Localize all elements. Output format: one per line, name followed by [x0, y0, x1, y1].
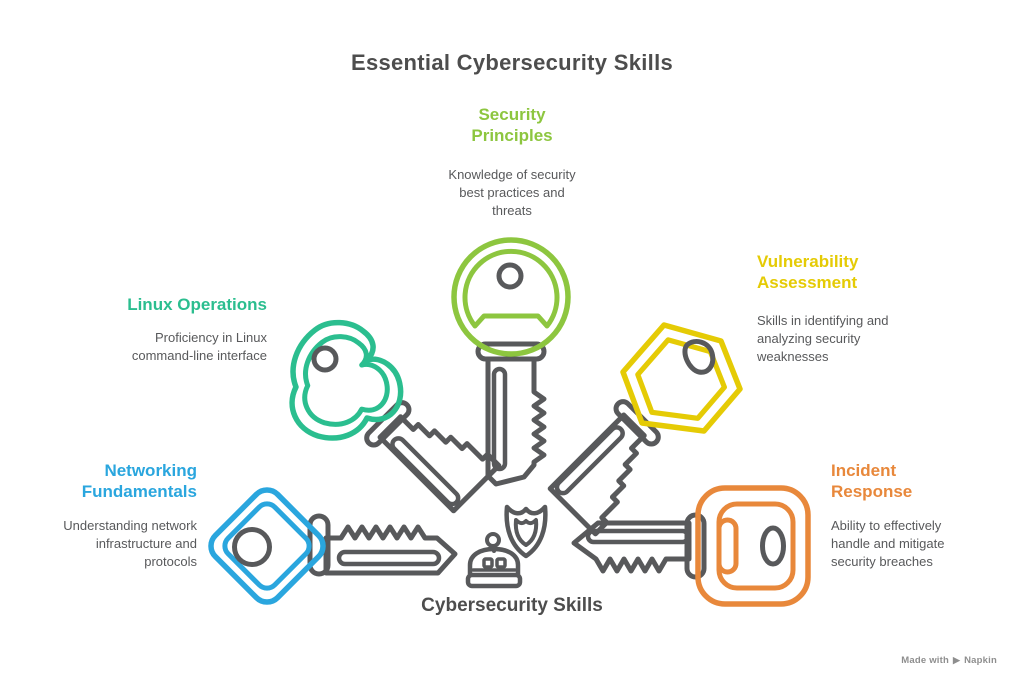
- page-title: Essential Cybersecurity Skills: [350, 50, 674, 75]
- robot-icon: [465, 532, 523, 589]
- shield-icon: [504, 504, 548, 559]
- watermark-prefix: Made with: [901, 655, 949, 666]
- skill-desc-vulnerability-assessment: Skills in identifying and analyzing secu…: [757, 313, 889, 364]
- skill-desc-incident-response: Ability to effectively handle and mitiga…: [831, 518, 945, 569]
- incident-response-key-icon: [571, 485, 811, 607]
- skill-label-linux-operations: Linux Operations: [127, 295, 267, 314]
- skill-label-vulnerability-assessment: Vulnerability Assessment: [757, 252, 859, 292]
- skill-desc-linux-operations: Proficiency in Linux command-line interf…: [131, 330, 267, 363]
- watermark-brand: Napkin: [964, 655, 997, 666]
- skill-desc-networking-fundamentals: Understanding network infrastructure and…: [63, 518, 197, 569]
- vulnerability-assessment-key-icon: [547, 322, 743, 537]
- linux-operations-key-icon: [289, 319, 502, 514]
- skill-label-networking-fundamentals: Networking Fundamentals: [81, 461, 197, 501]
- networking-fundamentals-key-icon: [208, 487, 458, 605]
- skill-label-incident-response: Incident Response: [831, 461, 913, 501]
- center-label: Cybersecurity Skills: [421, 595, 603, 616]
- skill-desc-security-principles: Knowledge of security best practices and…: [448, 167, 576, 218]
- security-principles-key-icon: [451, 237, 571, 487]
- watermark: Made with ▶ Napkin: [901, 655, 997, 666]
- skill-label-security-principles: Security Principles: [471, 105, 553, 145]
- napkin-logo-icon: ▶: [953, 655, 961, 665]
